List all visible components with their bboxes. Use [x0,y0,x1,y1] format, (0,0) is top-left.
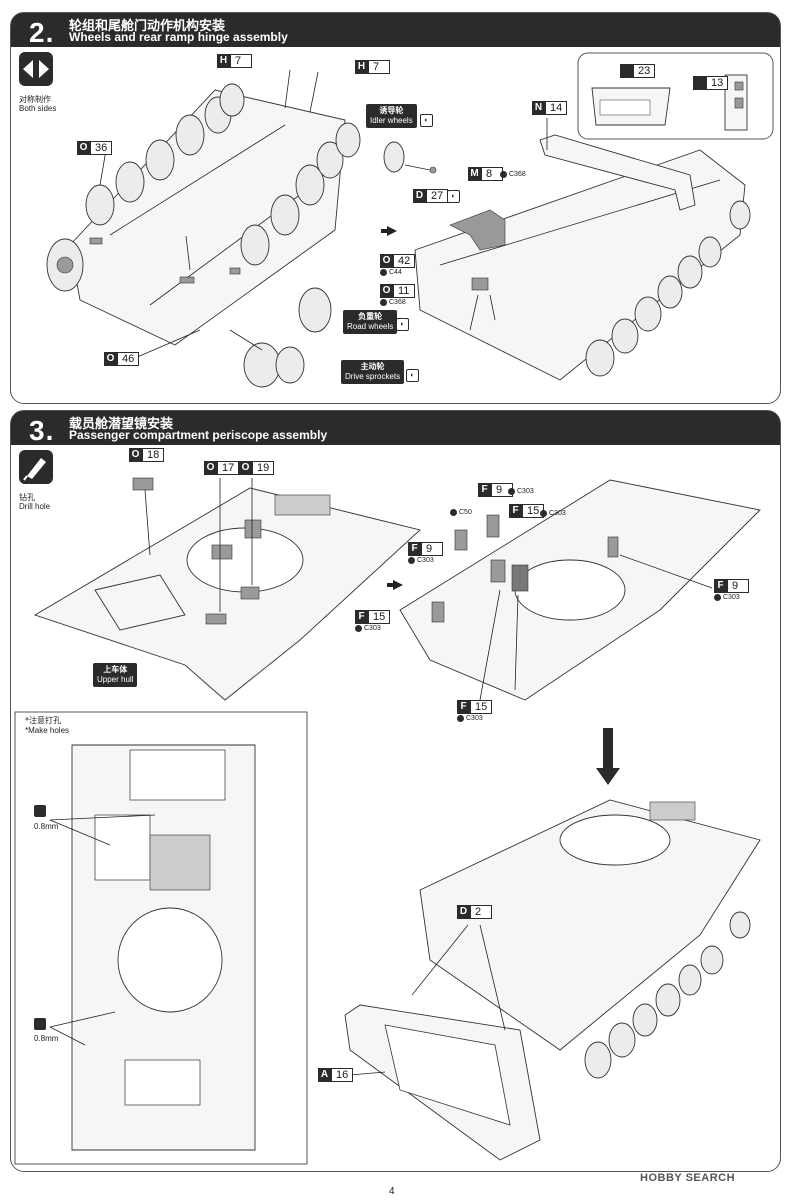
sub-code: C303 [457,715,483,722]
sub-code: C368 [500,171,526,178]
step-number: 2. [29,17,55,48]
part-label: 13 [693,76,729,90]
sub-code: C368 [380,299,406,306]
drill-size-label: 0.8mm [34,822,59,831]
glue-icon: ◐ [406,369,419,382]
glue-icon: ◐ [396,318,409,331]
icon-label-cn: 对称制作 [19,95,51,104]
watermark: HOBBY SEARCH [640,1172,736,1184]
step-2-header: 2. 轮组和尾舱门动作机构安装 Wheels and rear ramp hin… [11,13,780,48]
note-en: *Make holes [25,726,70,735]
step-title-en: Wheels and rear ramp hinge assembly [69,30,288,44]
sub-code: C44 [380,269,402,276]
drill-size-label: 0.8mm [34,1034,59,1043]
glue-icon: ◐ [447,190,460,203]
sub-code: C303 [508,488,534,495]
drill-icon [23,458,46,481]
icon-label-en: Drill hole [19,502,51,511]
step-title-cn: 轮组和尾舱门动作机构安装 [69,19,226,34]
sub-code: C303 [355,625,381,632]
icon-label-en: Both sides [19,104,57,113]
step-number: 3. [29,415,55,446]
sub-code: C303 [714,594,740,601]
step-title-en: Passenger compartment periscope assembly [69,428,328,442]
page-number: 4 [389,1186,395,1197]
sub-code: C303 [408,557,434,564]
sub-code: C50 [450,509,472,516]
part-label: 23 [620,64,656,78]
drill-icon-box [19,450,53,484]
sub-code: C303 [540,510,566,517]
arrows-lr-icon [23,60,49,78]
step-3-header: 3. 载员舱潜望镜安装 Passenger compartment perisc… [11,411,780,446]
glue-icon: ◐ [420,114,433,127]
icon-label-cn: 钻孔 [19,493,35,502]
step-title-cn: 载员舱潜望镜安装 [69,417,174,432]
symmetric-icon [19,52,53,86]
note-cn: *注意打孔 [25,716,61,725]
